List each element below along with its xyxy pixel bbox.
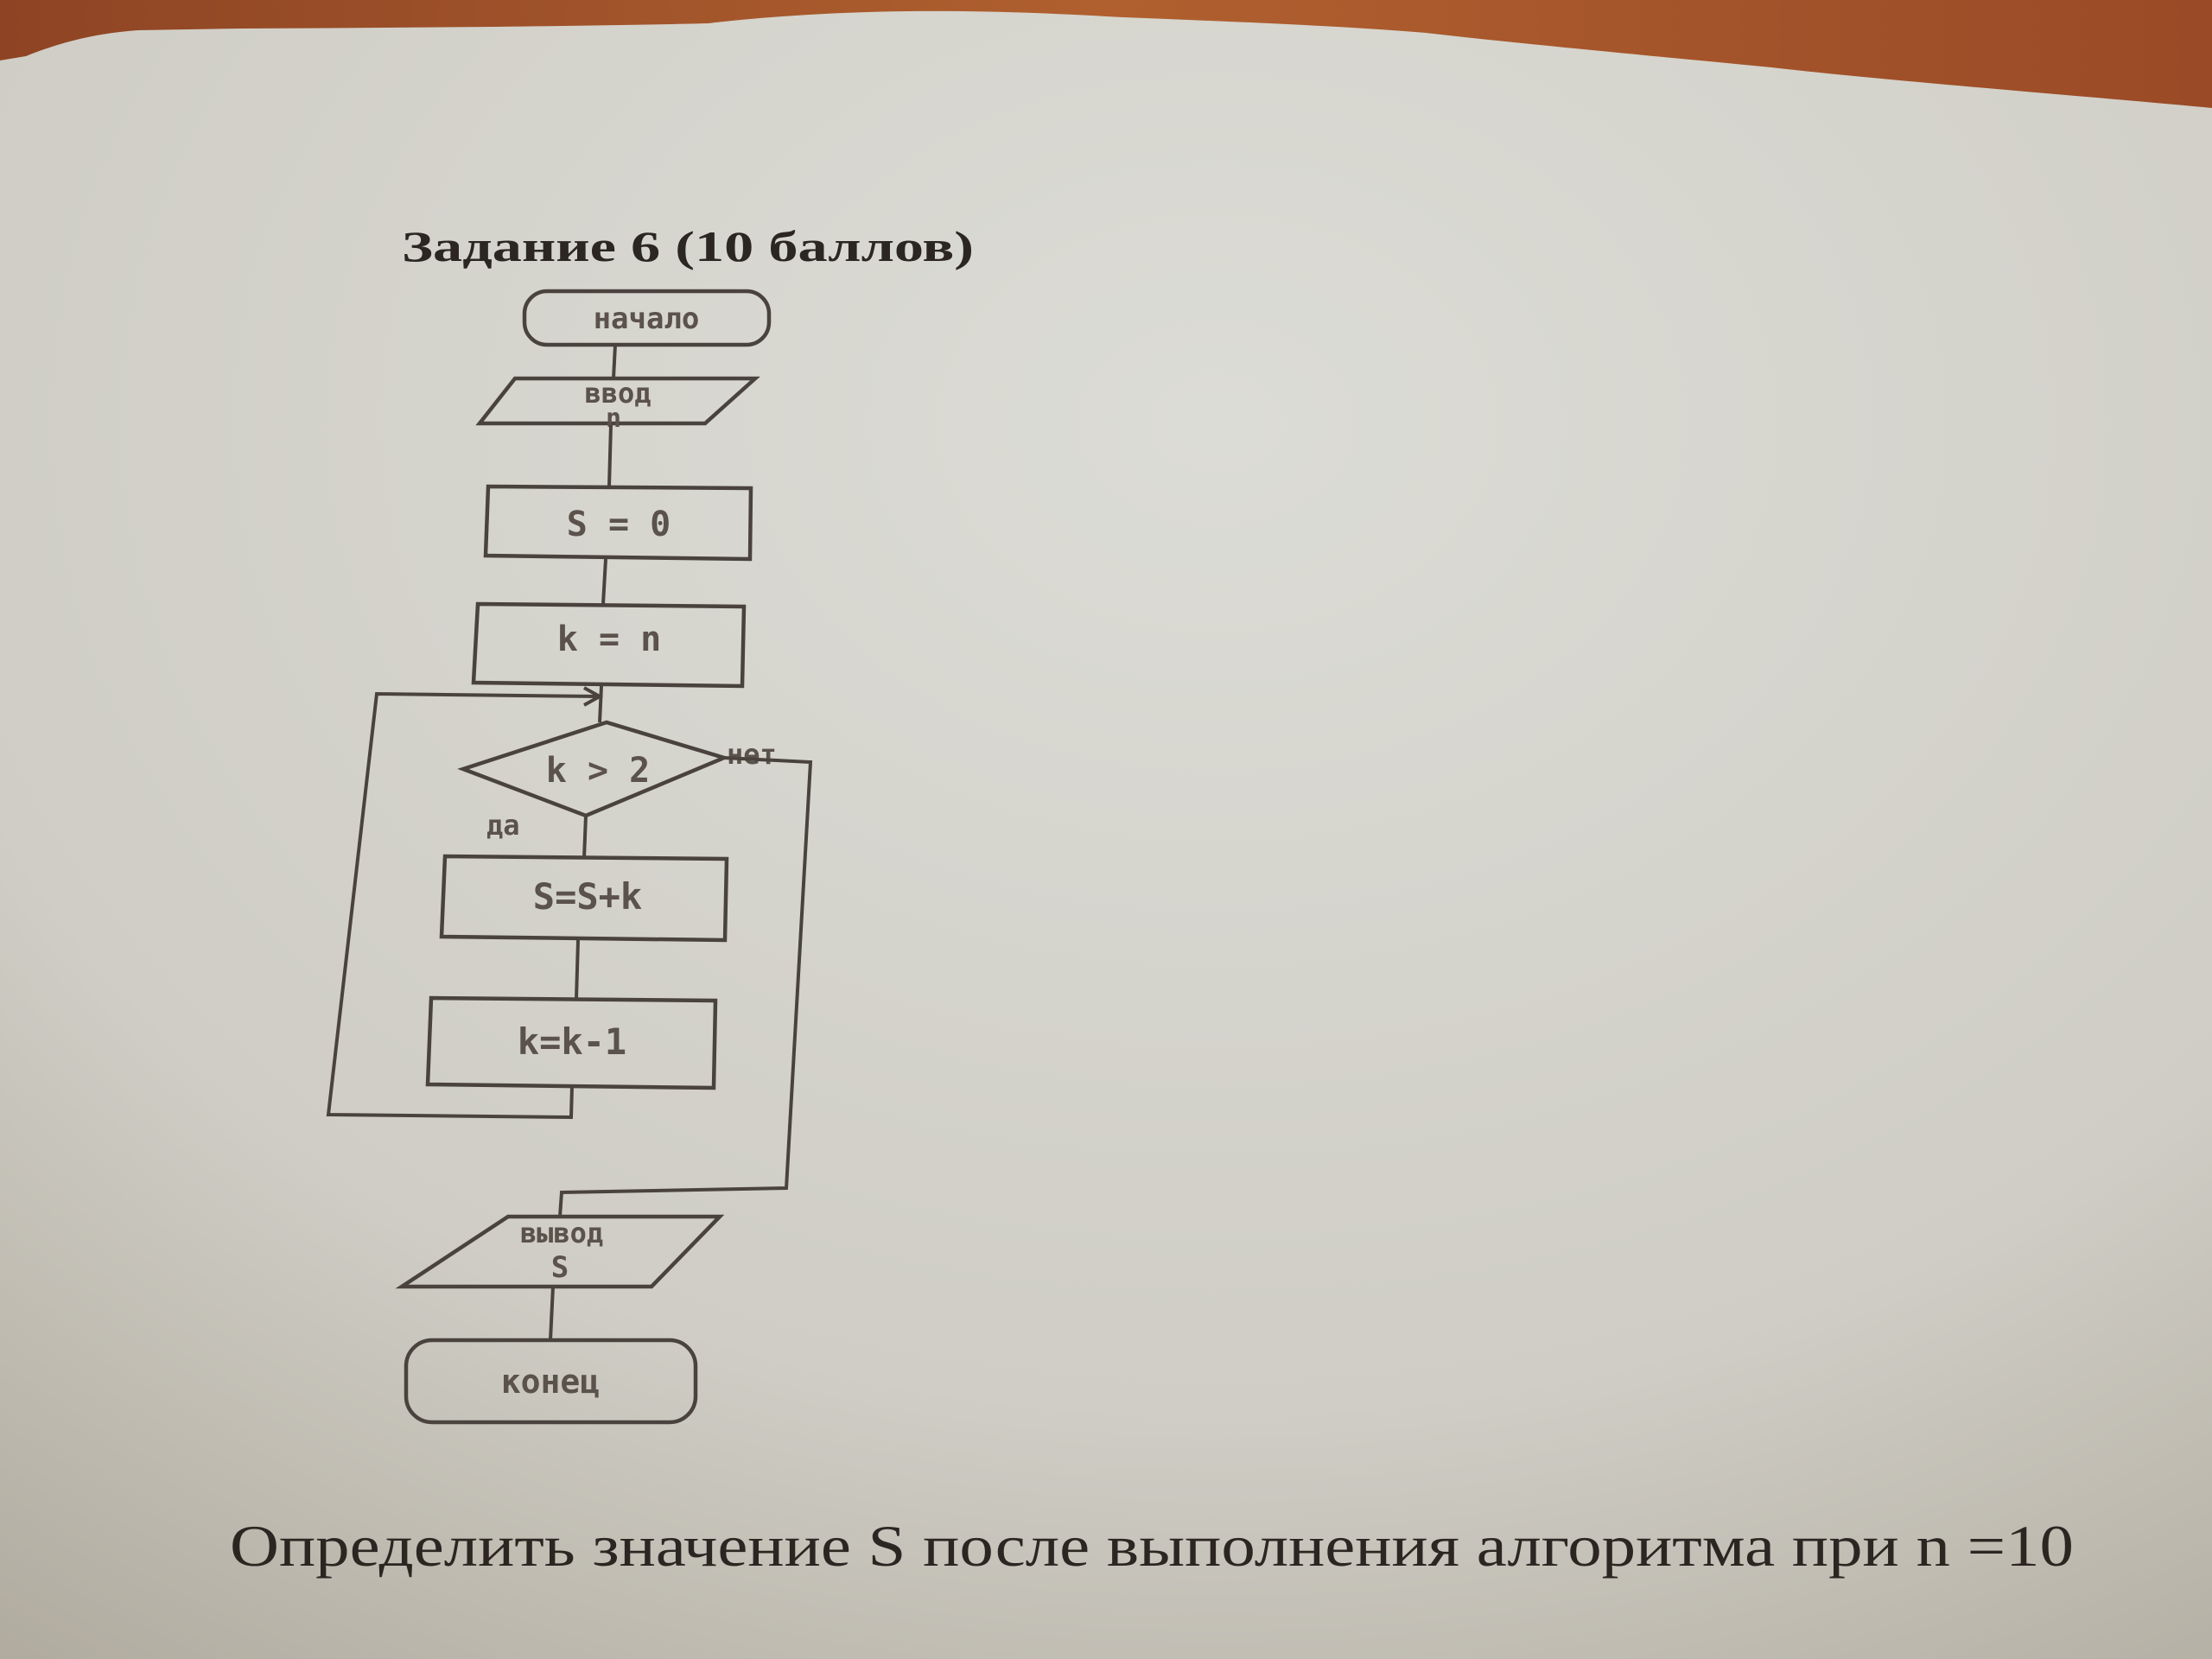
output-block: вывод S xyxy=(395,1214,725,1289)
no-label: нет xyxy=(727,738,777,771)
paper-sheet xyxy=(0,10,2212,1659)
question-text: Определить значение S после выполнения а… xyxy=(230,1513,2074,1579)
end-terminal: конец xyxy=(404,1338,698,1425)
no-branch-line xyxy=(558,756,813,1217)
init-s-label: S = 0 xyxy=(567,505,671,544)
input-label: ввод xyxy=(584,377,651,410)
start-terminal: начало xyxy=(522,289,772,347)
decrement-label: k=k-1 xyxy=(518,1020,626,1063)
init-s-block: S = 0 xyxy=(483,484,753,562)
init-k-label: k = n xyxy=(557,620,661,659)
output-label: вывод xyxy=(520,1217,603,1249)
end-label: конец xyxy=(501,1363,600,1401)
loop-back-line xyxy=(326,691,601,1120)
yes-label: да xyxy=(486,809,520,842)
condition-label: k > 2 xyxy=(546,751,650,791)
output-variable: S xyxy=(551,1250,569,1285)
init-k-block: k = n xyxy=(471,601,747,689)
start-label: начало xyxy=(594,302,700,336)
flowchart: начало ввод n S = 0 k = n k > 2 н xyxy=(326,289,813,1425)
sum-block: S=S+k xyxy=(439,854,729,943)
decrement-block: k=k-1 xyxy=(425,995,718,1090)
task-heading: Задание 6 (10 баллов) xyxy=(402,222,974,270)
input-variable: n xyxy=(606,404,621,434)
sum-label: S=S+k xyxy=(533,875,642,918)
arrow-icon xyxy=(583,686,604,707)
